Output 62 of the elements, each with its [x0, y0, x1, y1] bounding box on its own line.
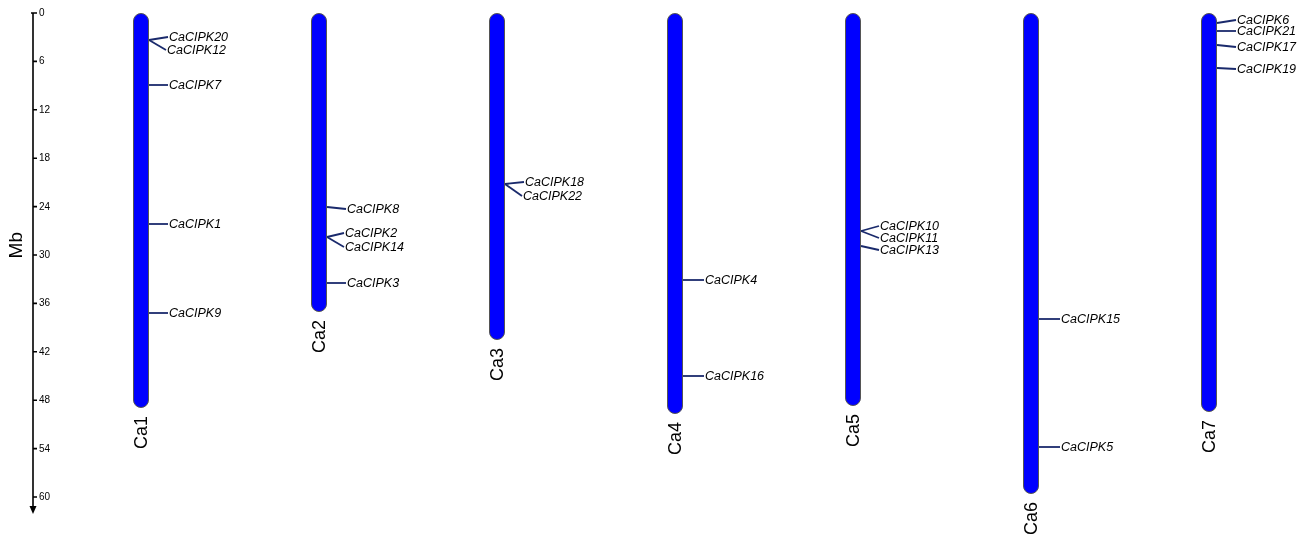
leader-line: [682, 279, 705, 281]
tick-label: 30: [39, 249, 51, 260]
axis-title: Mb: [6, 232, 25, 259]
gene-label: CaCIPK8: [347, 202, 400, 216]
leader-line: [326, 282, 347, 284]
tick-label: 12: [39, 103, 51, 115]
gene-label: CaCIPK4: [705, 273, 758, 287]
gene-label: CaCIPK18: [525, 175, 585, 189]
tick-label: 54: [39, 442, 51, 454]
leader-line: [148, 36, 169, 41]
tick-label: 42: [39, 345, 51, 357]
tick-label: 60: [39, 491, 51, 502]
gene-label: CaCIPK1: [169, 217, 222, 231]
leader-line: [1216, 67, 1237, 70]
leader-line: [1216, 44, 1237, 48]
leader-line: [1216, 30, 1237, 32]
chromosome-name: Ca1: [132, 416, 150, 450]
gene-label: CaCIPK19: [1237, 62, 1297, 76]
chromosome-name: Ca5: [844, 414, 862, 448]
gene-label: CaCIPK10: [880, 219, 940, 233]
leader-line: [148, 223, 169, 225]
gene-label: CaCIPK5: [1061, 440, 1114, 454]
gene-label: CaCIPK22: [523, 189, 583, 203]
gene-label: CaCIPK16: [705, 369, 765, 383]
gene-label: CaCIPK12: [167, 43, 227, 57]
gene-label: CaCIPK2: [345, 226, 398, 240]
leader-line: [148, 312, 169, 314]
leader-line: [1038, 318, 1061, 320]
leader-line: [326, 206, 347, 210]
leader-line: [504, 183, 523, 197]
chromosome-name: Ca4: [666, 422, 684, 456]
tick-label: 18: [39, 152, 51, 164]
chromosome-name: Ca2: [310, 320, 328, 354]
gene-label: CaCIPK15: [1061, 312, 1121, 326]
gene-label: CaCIPK21: [1237, 24, 1297, 38]
leader-line: [326, 236, 345, 248]
leader-line: [860, 225, 880, 232]
gene-label: CaCIPK20: [169, 30, 229, 44]
leader-line: [148, 84, 169, 86]
chromosome-name: Ca7: [1200, 420, 1218, 454]
gene-label: CaCIPK9: [169, 306, 222, 320]
gene-label: CaCIPK14: [345, 240, 405, 254]
chromosome-name: Ca3: [488, 348, 506, 382]
leader-line: [148, 39, 167, 51]
leader-line: [860, 230, 880, 239]
tick-label: 24: [39, 200, 51, 212]
tick-label: 48: [39, 394, 51, 406]
gene-label: CaCIPK13: [880, 243, 940, 257]
gene-label: CaCIPK17: [1237, 40, 1297, 54]
leader-line: [1038, 446, 1061, 448]
leader-line: [860, 245, 880, 251]
tick-label: 36: [39, 297, 51, 309]
leader-line: [682, 375, 705, 377]
leader-line: [326, 232, 345, 238]
gene-label: CaCIPK7: [169, 78, 222, 92]
tick-label: 0: [39, 7, 45, 18]
gene-label: CaCIPK3: [347, 276, 400, 290]
tick-label: 6: [39, 55, 45, 67]
gene-label: CaCIPK11: [880, 231, 939, 245]
gene-label: CaCIPK6: [1237, 13, 1290, 27]
leader-line: [504, 181, 525, 185]
leader-line: [1216, 19, 1237, 24]
